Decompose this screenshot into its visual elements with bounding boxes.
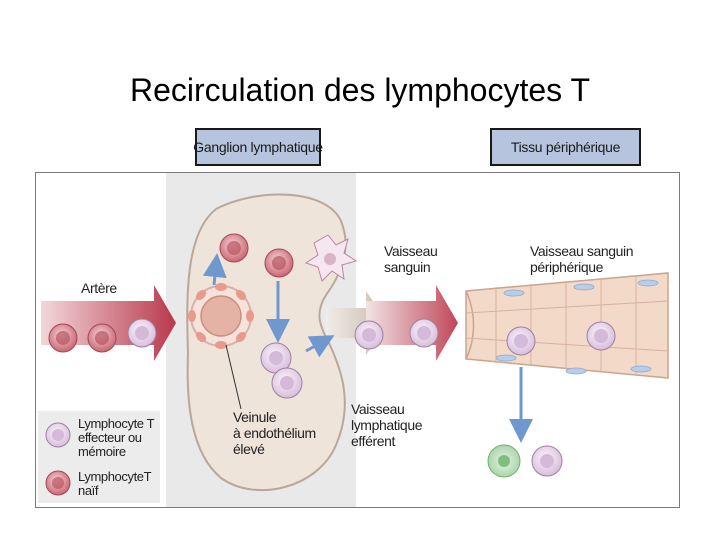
naive-lymphocyte xyxy=(264,248,294,278)
effector-lymphocyte xyxy=(127,318,157,348)
migration-arrows xyxy=(202,253,533,443)
effector-lymphocyte xyxy=(409,318,439,348)
dendritic-cell xyxy=(304,234,358,282)
effector-lymphocyte xyxy=(531,445,563,477)
page-title: Recirculation des lymphocytes T xyxy=(129,72,591,108)
effector-lymphocyte xyxy=(354,320,384,350)
recirculation-diagram: Artère Vaisseau sanguin Vaisseau sanguin… xyxy=(35,172,680,508)
legend-effecteur-label: Lymphocyte T effecteur ou mémoire xyxy=(78,416,155,459)
header-tissu-peripherique: Tissu périphérique xyxy=(490,128,641,166)
naive-lymphocyte xyxy=(219,233,249,263)
venule-lumen xyxy=(200,295,242,337)
venule-endothelium xyxy=(188,283,254,349)
peripheral-vessel xyxy=(465,272,669,379)
antigen-presenting-cell xyxy=(487,444,521,478)
label-vaisseau-peripherique: Vaisseau sanguin périphérique xyxy=(530,243,634,275)
legend-effector-icon xyxy=(45,422,71,448)
effector-lymphocyte xyxy=(506,326,536,356)
naive-lymphocyte xyxy=(48,323,78,353)
label-vaisseau-sanguin: Vaisseau sanguin xyxy=(384,243,438,275)
veinule-pointer xyxy=(225,344,242,410)
diagram-canvas xyxy=(38,173,669,507)
blood-vessel-arrow xyxy=(366,285,458,361)
header-ganglion-lymphatique: Ganglion lymphatique xyxy=(193,128,323,166)
legend-naif-label: LymphocyteT naïf xyxy=(78,469,152,498)
label-vaisseau-lymphatique: Vaisseau lymphatique efférent xyxy=(351,401,423,449)
naive-lymphocyte xyxy=(87,323,117,353)
legend-naive-icon xyxy=(45,470,71,496)
effector-lymphocyte xyxy=(586,321,616,351)
label-artere: Artère xyxy=(81,280,117,296)
effector-lymphocyte xyxy=(271,367,303,399)
label-veinule: Veinule à endothélium élevé xyxy=(233,409,316,457)
effector-lymphocyte xyxy=(260,342,292,374)
